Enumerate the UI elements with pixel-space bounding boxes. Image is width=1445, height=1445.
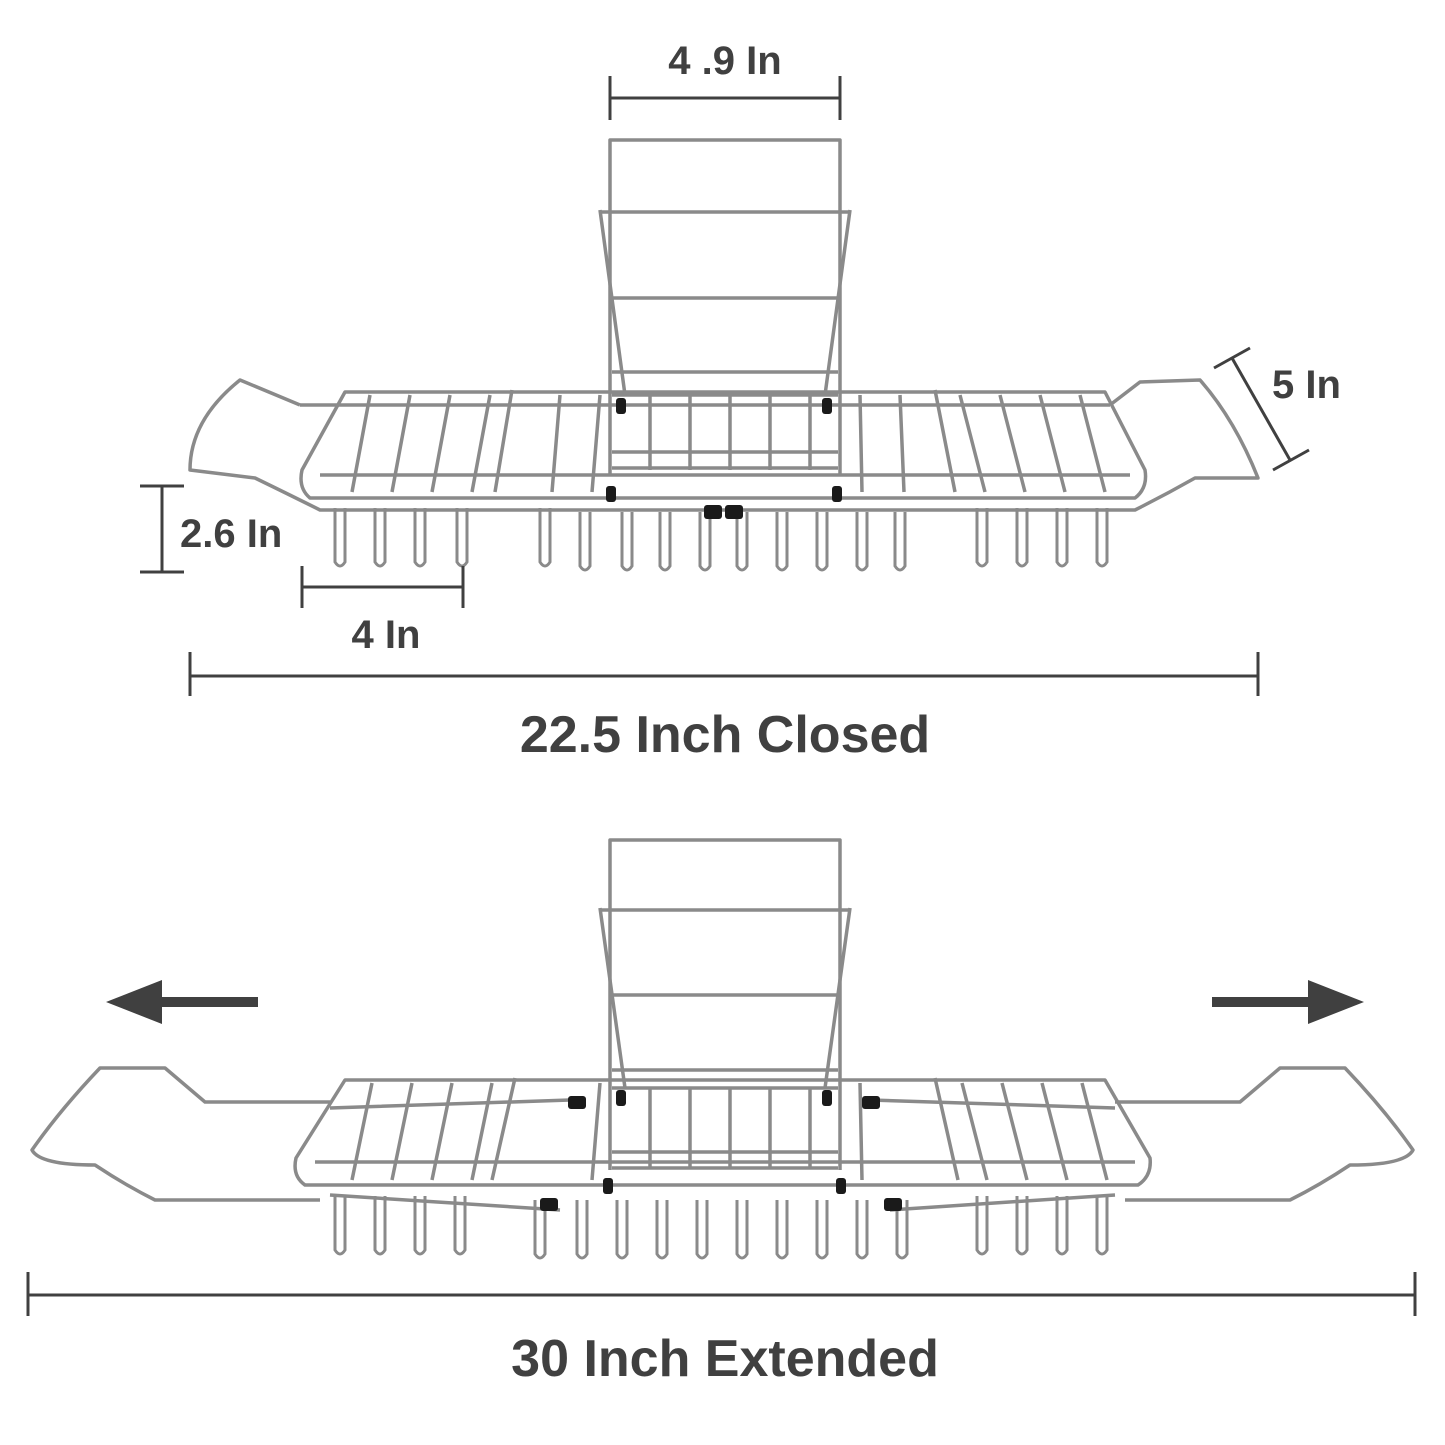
- depth-label: 5 In: [1272, 363, 1341, 407]
- width-label: 4 .9 In: [668, 39, 781, 83]
- dimension-height: [140, 484, 184, 574]
- caddy-extended: [30, 838, 1415, 1212]
- dimension-depth: [1213, 346, 1310, 472]
- dimension-width: [608, 76, 842, 120]
- arrow-left-icon: [106, 980, 258, 1024]
- height-label: 2.6 In: [180, 512, 282, 556]
- rubber-stoppers-closed: [606, 398, 842, 519]
- dimension-basket: [300, 566, 465, 608]
- rubber-stoppers-extended: [540, 1090, 902, 1211]
- dimension-length-extended: [26, 1272, 1417, 1316]
- dimension-length-closed: [188, 652, 1260, 696]
- caddy-closed: [188, 138, 1260, 512]
- basket-label: 4 In: [352, 613, 421, 657]
- extended-length-label: 30 Inch Extended: [511, 1330, 939, 1388]
- caddy-extended-tines: [333, 1194, 1109, 1260]
- closed-length-label: 22.5 Inch Closed: [520, 706, 930, 764]
- arrow-right-icon: [1212, 980, 1364, 1024]
